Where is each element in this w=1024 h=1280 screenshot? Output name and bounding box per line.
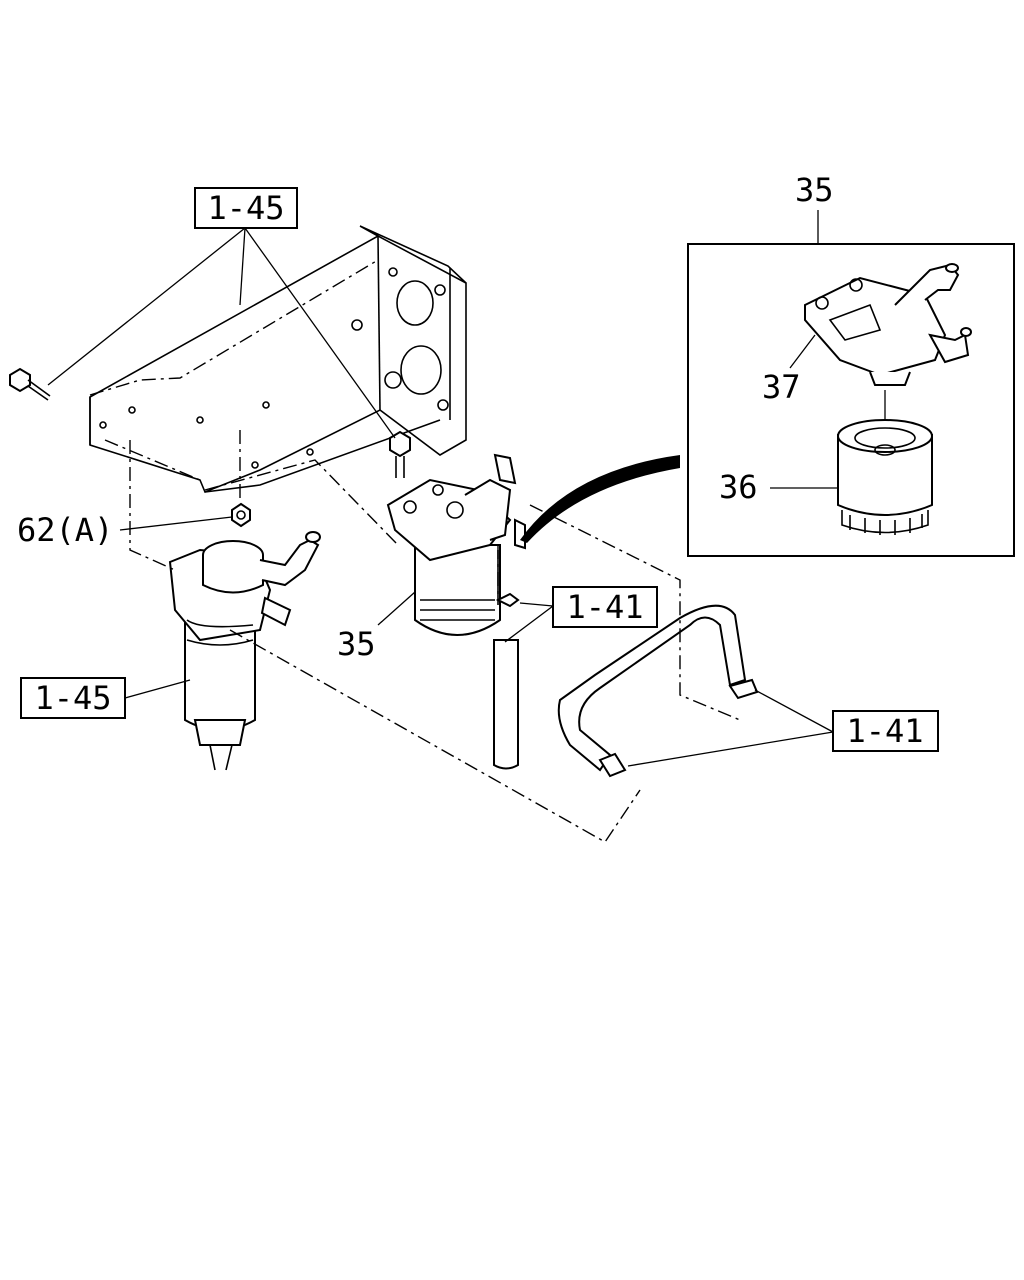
- callout-ref-bottom-right: 1-41: [832, 710, 939, 752]
- leader-lines: [47, 210, 838, 767]
- detail-pointer: [520, 455, 680, 543]
- callout-ref-middle-right-text: 1-41: [566, 588, 643, 626]
- fuel-hose: [557, 604, 759, 778]
- callout-ref-top-left: 1-45: [194, 187, 298, 229]
- callout-ref-bottom-left: 1-45: [20, 677, 126, 719]
- callout-ref-middle-right: 1-41: [552, 586, 658, 628]
- callout-ref-bottom-left-text: 1-45: [34, 679, 111, 717]
- callout-ref-top-left-text: 1-45: [207, 189, 284, 227]
- mounting-bracket: [89, 225, 467, 494]
- fuel-filter-35: [386, 453, 526, 636]
- filter-element-36: [837, 419, 933, 535]
- nut-62a: [231, 502, 251, 528]
- callout-35-main: 35: [337, 625, 376, 663]
- detail-view: [687, 243, 1015, 557]
- filter-head-37: [804, 263, 972, 386]
- callout-62a: 62(A): [17, 511, 113, 549]
- fuel-filter-assembly-left: [168, 531, 321, 771]
- callout-35-detail: 35: [795, 171, 834, 209]
- bolt-center: [389, 430, 411, 478]
- callout-37: 37: [762, 368, 801, 406]
- alignment-lines: [104, 430, 741, 843]
- bolt-left: [9, 367, 51, 401]
- callout-ref-bottom-right-text: 1-41: [846, 712, 923, 750]
- callout-36: 36: [719, 468, 758, 506]
- pipe-vertical: [493, 550, 520, 770]
